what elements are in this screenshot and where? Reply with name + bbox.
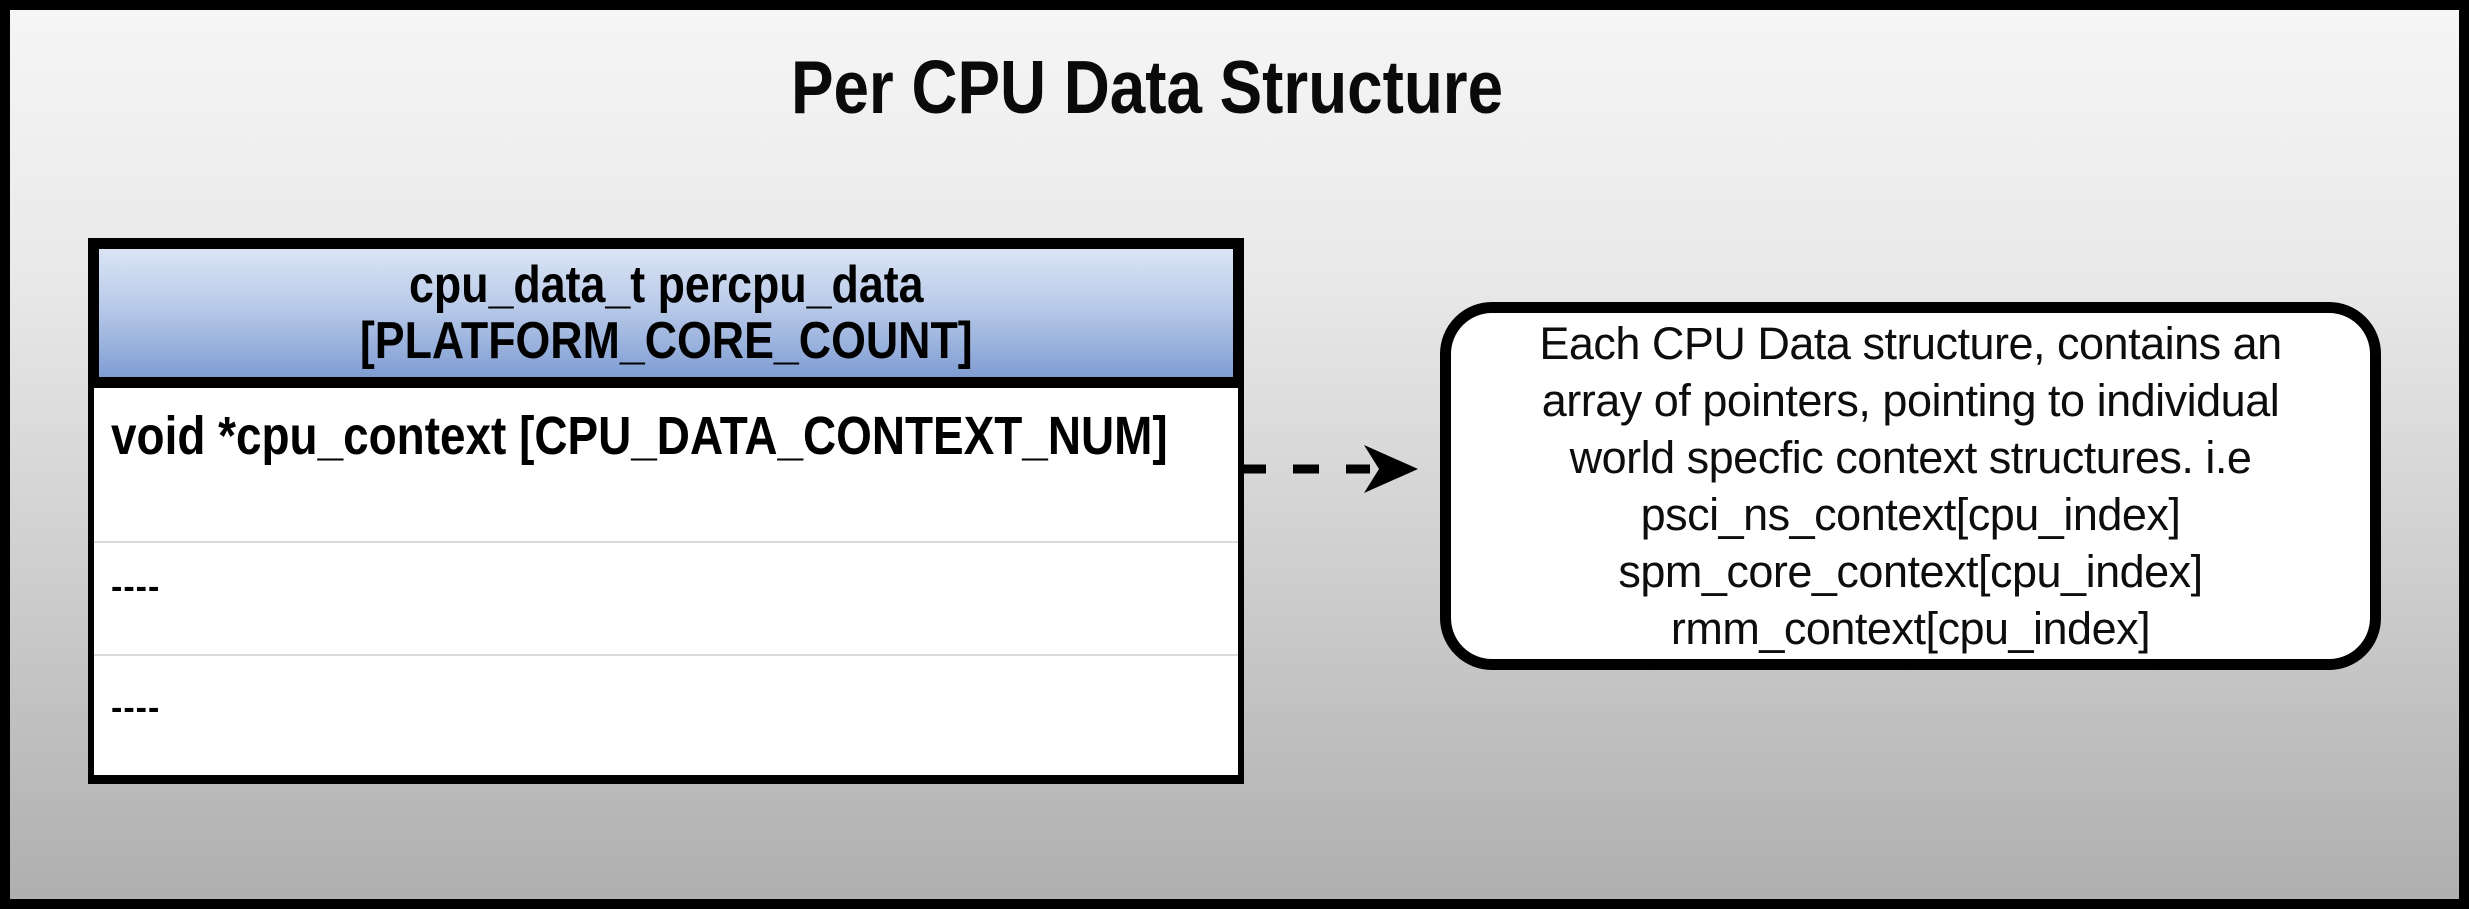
dashed-arrow-icon (1240, 445, 1418, 493)
table-header-line1: cpu_data_t percpu_data (408, 256, 924, 314)
table-header-line2: [PLATFORM_CORE_COUNT] (359, 312, 973, 370)
callout-line: array of pointers, pointing to individua… (1541, 375, 2280, 426)
diagram-title: Per CPU Data Structure (790, 45, 1504, 129)
table-header: cpu_data_t percpu_data [PLATFORM_CORE_CO… (88, 238, 1244, 388)
callout-line: spm_core_context[cpu_index] (1618, 546, 2203, 597)
table-cell-text: void *cpu_context [CPU_DATA_CONTEXT_NUM] (111, 406, 1168, 466)
callout-box: Each CPU Data structure, contains an arr… (1440, 302, 2381, 670)
table-row-placeholder-2: ---- (94, 656, 1238, 775)
table-row-cpu-context: void *cpu_context [CPU_DATA_CONTEXT_NUM] (94, 388, 1238, 543)
callout-line: Each CPU Data structure, contains an (1539, 318, 2282, 369)
table-body: void *cpu_context [CPU_DATA_CONTEXT_NUM]… (88, 388, 1244, 784)
callout-line: psci_ns_context[cpu_index] (1640, 489, 2181, 540)
table-row-placeholder-1: ---- (94, 543, 1238, 656)
table-header-text: cpu_data_t percpu_data [PLATFORM_CORE_CO… (360, 257, 973, 369)
callout-line: world specfic context structures. i.e (1569, 432, 2252, 483)
table-cell-text: ---- (111, 689, 161, 727)
table-cell-text: ---- (111, 568, 161, 606)
per-cpu-data-table: cpu_data_t percpu_data [PLATFORM_CORE_CO… (88, 238, 1244, 784)
callout-line: rmm_context[cpu_index] (1670, 603, 2151, 654)
